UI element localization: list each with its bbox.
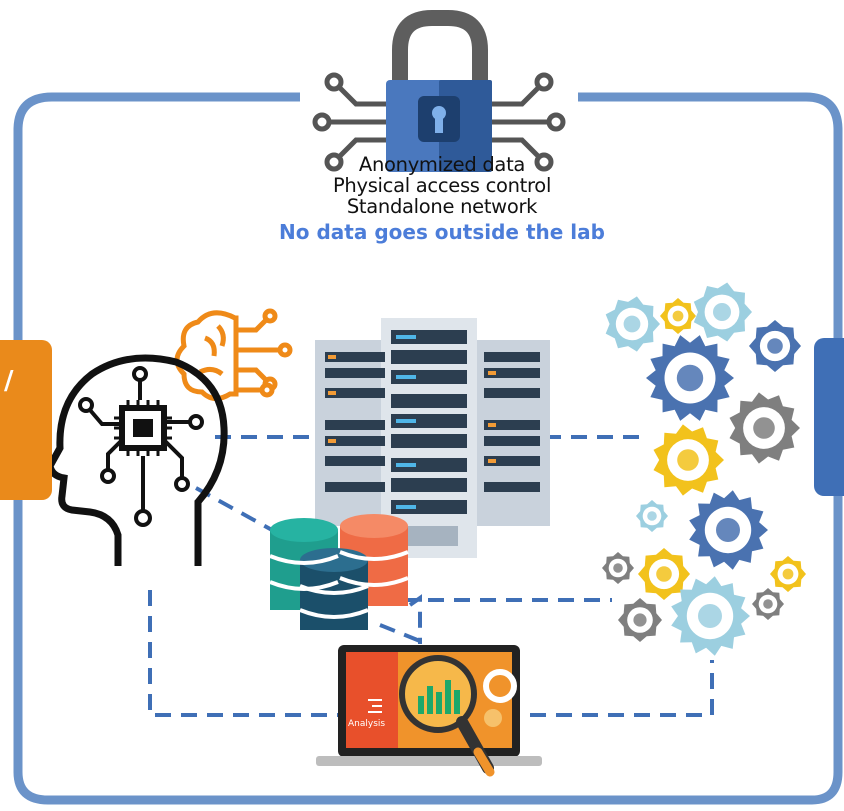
caption-line-access-control: Physical access control [332,174,552,197]
database-icon [269,514,409,630]
caption-emphasis: No data goes outside the lab [279,220,605,244]
security-caption: Anonymized data Physical access control … [252,154,632,244]
gear-icon [693,282,752,342]
gear-icon [618,598,662,642]
gear-icon [770,556,806,592]
gear-cluster-icon [602,282,806,656]
left-tab-glyph: / [4,366,14,396]
left-side-tab [0,340,52,500]
gear-icon [646,335,734,421]
gear-icon [636,500,668,532]
gear-icon [653,424,724,496]
analysis-laptop-icon [316,645,542,777]
gear-icon [689,490,768,570]
gear-icon [605,296,660,352]
brain-circuit-icon [174,308,293,401]
gear-icon [671,576,750,656]
gear-icon [752,588,784,620]
gear-icon [660,298,696,334]
gear-icon [638,548,690,600]
caption-line-network: Standalone network [346,195,538,218]
gear-icon [729,392,800,464]
caption-line-anonymized: Anonymized data [358,153,526,176]
ai-head-icon [46,354,228,566]
right-side-tab [814,338,844,496]
gear-icon [602,552,634,584]
laptop-analysis-label: Analysis [348,719,386,729]
frame-border [13,92,843,805]
gear-icon [749,320,801,372]
network-connections [148,435,714,717]
lock-circuit-icon [312,10,566,172]
